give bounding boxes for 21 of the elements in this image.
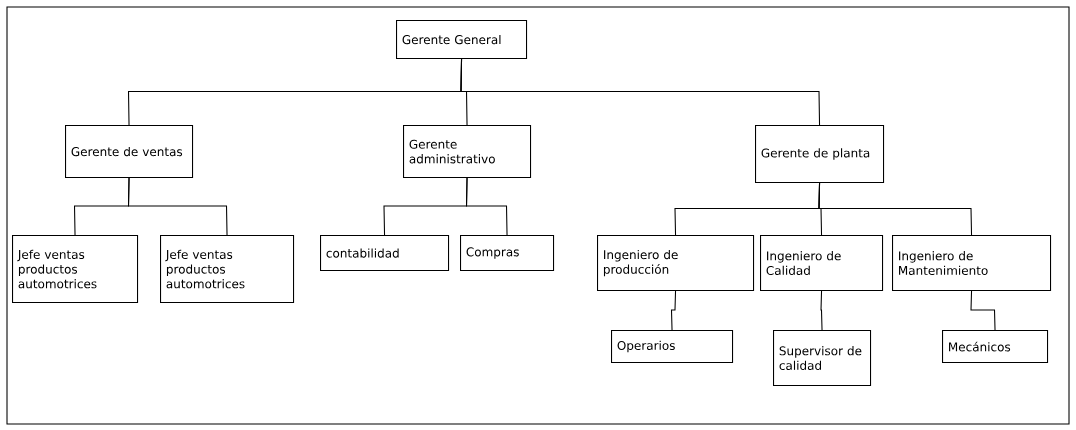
connector-line (460, 58, 821, 126)
org-box: Gerente General (396, 20, 528, 60)
connector-line (818, 182, 973, 236)
org-box: Ingeniero de Mantenimiento (892, 235, 1052, 292)
connector-line (820, 290, 823, 331)
org-box: contabilidad (320, 235, 450, 272)
org-box: Gerente administrativo (403, 125, 532, 179)
org-box: Ingeniero de Calidad (760, 235, 884, 292)
org-box: Ingeniero de producción (597, 235, 755, 292)
connector-line (670, 290, 677, 331)
org-box: Compras (460, 235, 555, 272)
org-box: Gerente de planta (755, 125, 885, 184)
connector-line (465, 177, 508, 236)
org-box: Jefe ventas productos automotrices (12, 235, 139, 304)
org-box: Supervisor de calidad (773, 330, 872, 387)
connector-line (970, 290, 996, 331)
org-box: Mecánicos (942, 330, 1049, 364)
org-box: Operarios (611, 330, 734, 364)
connector-line (127, 177, 228, 236)
org-box: Jefe ventas productos automotrices (160, 235, 295, 304)
org-box: Gerente de ventas (65, 125, 194, 179)
